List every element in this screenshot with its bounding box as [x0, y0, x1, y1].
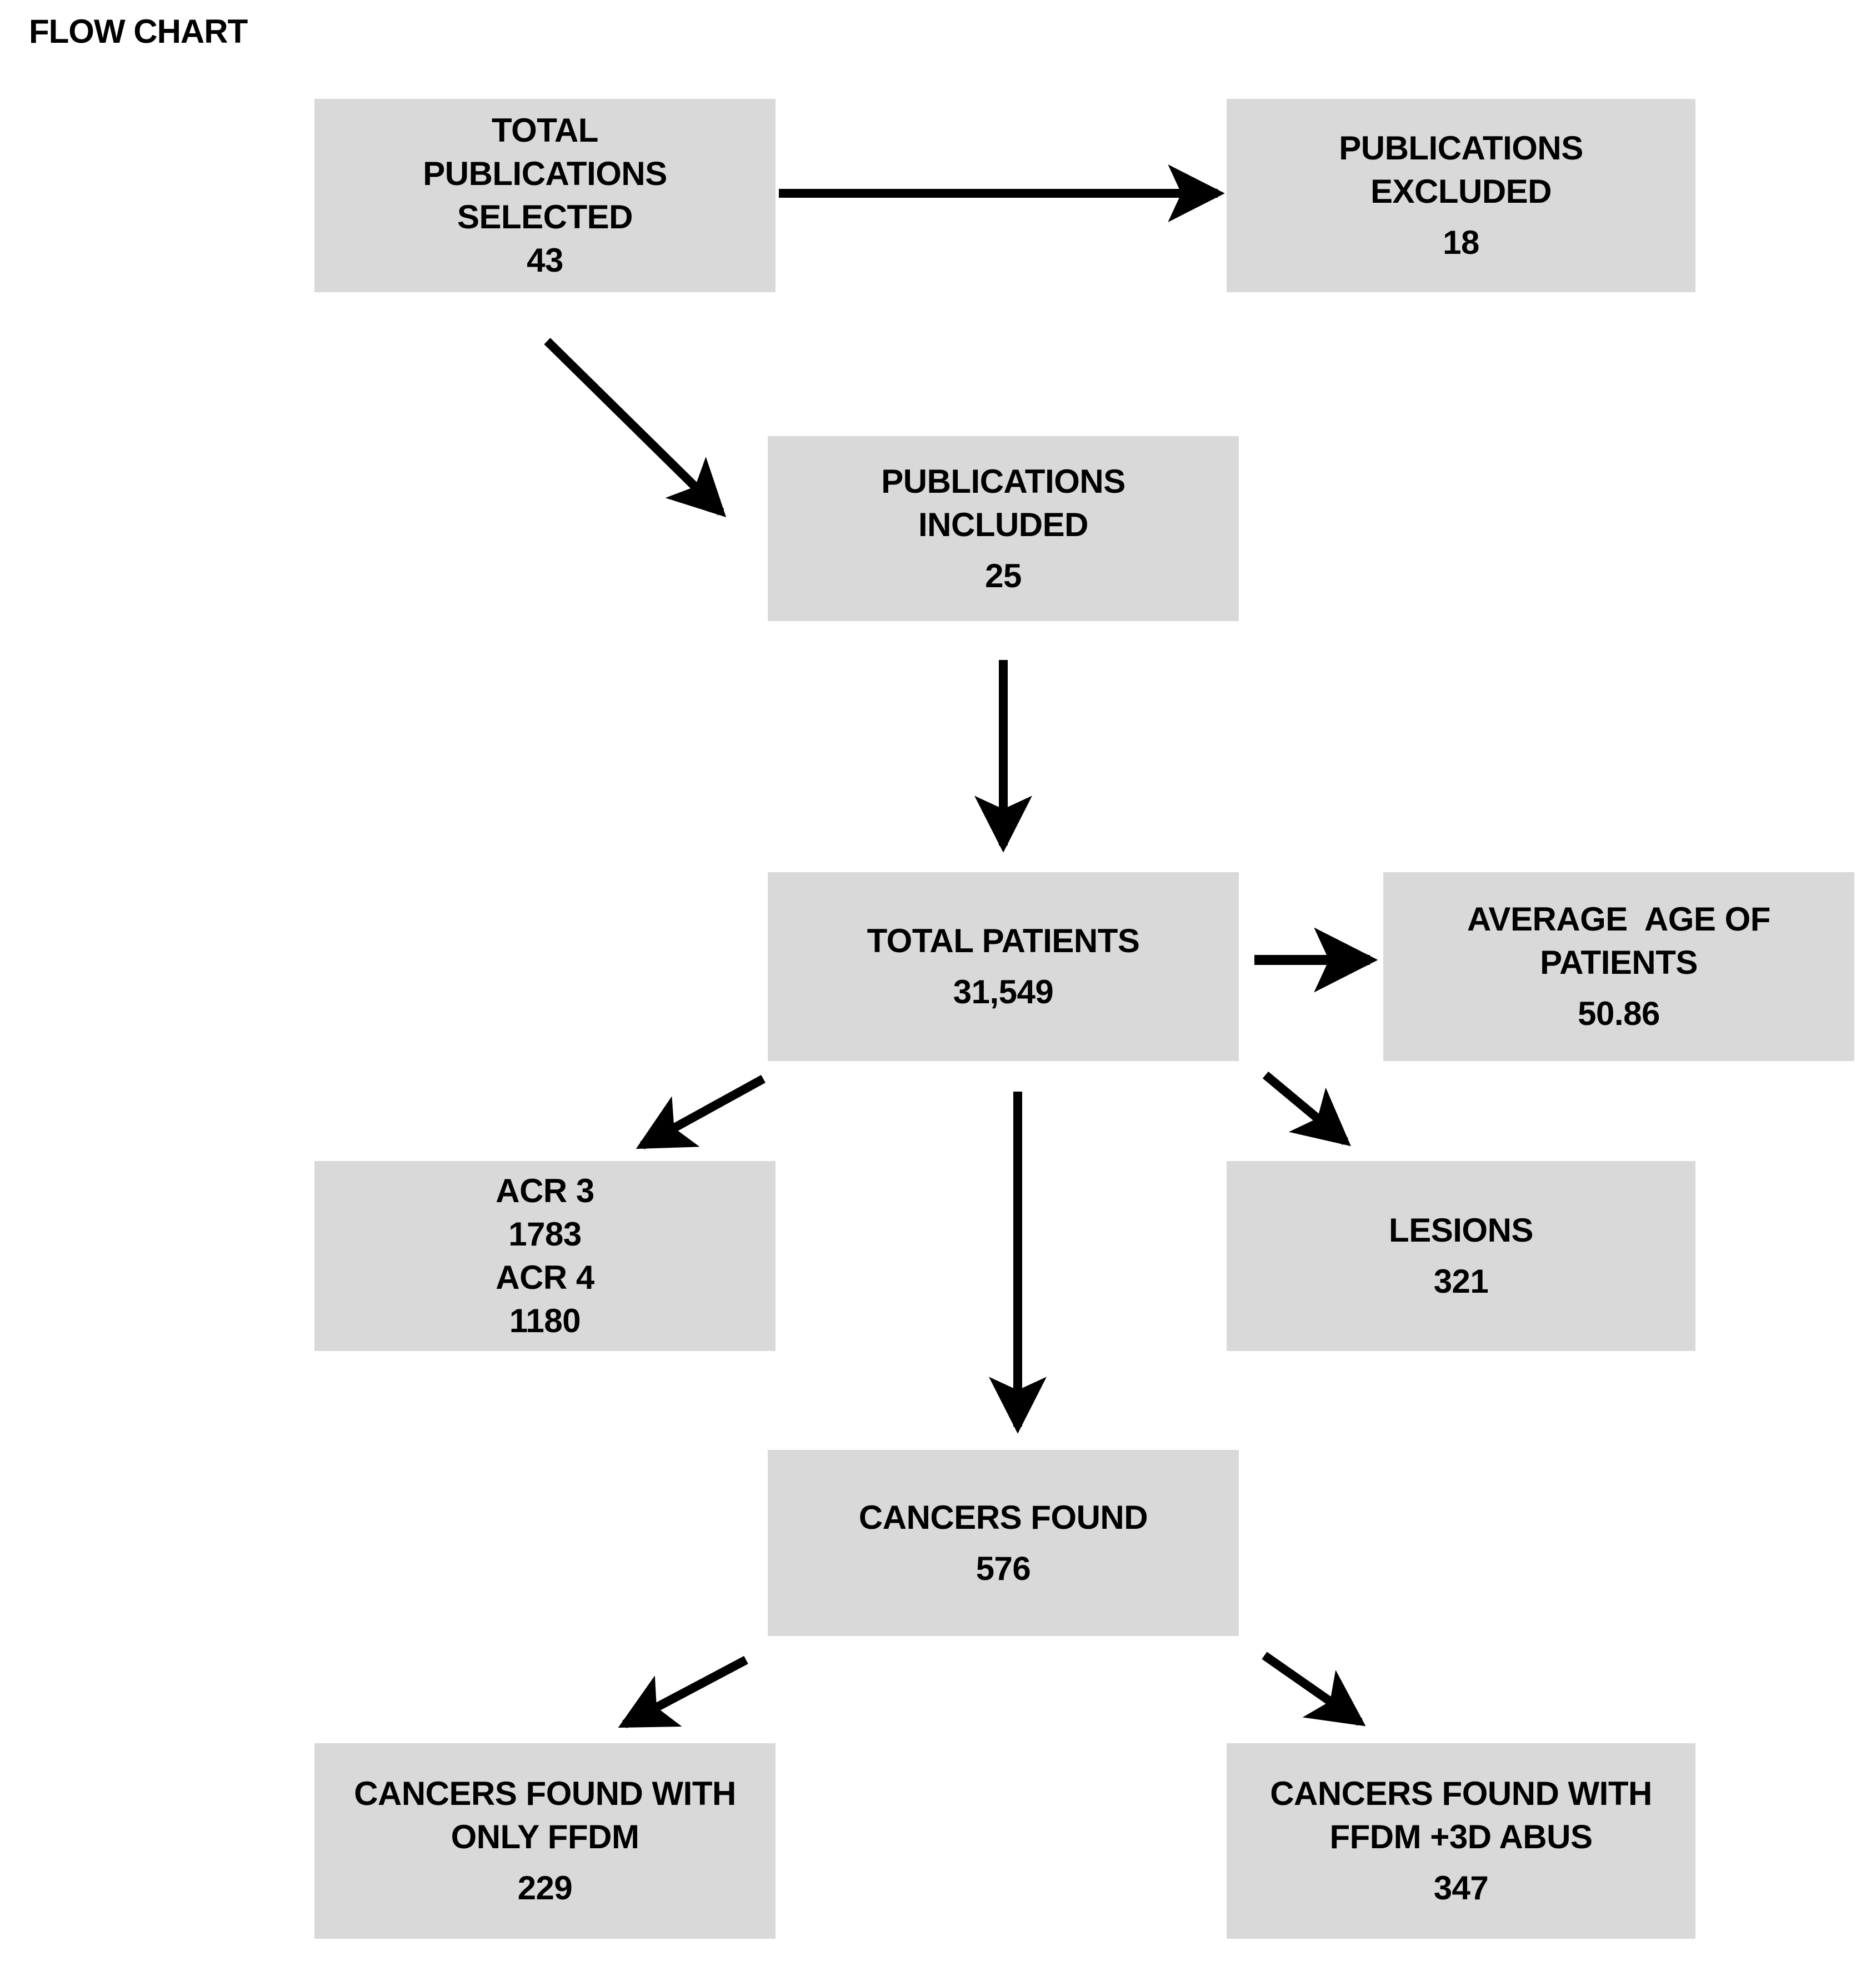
node-cancers-found[interactable]: CANCERS FOUND 576 — [768, 1450, 1239, 1636]
node-average-age-of-patients[interactable]: AVERAGE AGE OF PATIENTS 50.86 — [1383, 872, 1854, 1061]
node-line: AVERAGE AGE OF — [1467, 901, 1770, 938]
node-line: EXCLUDED — [1370, 173, 1552, 210]
node-line: PATIENTS — [1540, 944, 1698, 981]
arrow-selected-to-included — [544, 338, 727, 517]
node-publications-included[interactable]: PUBLICATIONS INCLUDED 25 — [768, 436, 1239, 621]
node-line: CANCERS FOUND WITH — [354, 1775, 736, 1812]
node-value: 50.86 — [1578, 995, 1660, 1032]
arrow-patients-to-acr — [636, 1074, 766, 1150]
node-line: FFDM +3D ABUS — [1329, 1818, 1593, 1855]
arrow-patients-to-lesions — [1262, 1071, 1351, 1147]
node-line: PUBLICATIONS — [1339, 129, 1583, 167]
node-line: PUBLICATIONS — [881, 462, 1125, 500]
acr3-label: ACR 3 — [496, 1172, 594, 1209]
arrow-cancers-to-ffdm-abus — [1262, 1652, 1366, 1727]
node-value: 31,549 — [953, 973, 1054, 1010]
node-value: 25 — [985, 557, 1022, 594]
node-line: CANCERS FOUND WITH — [1270, 1775, 1652, 1812]
node-cancers-found-ffdm-abus[interactable]: CANCERS FOUND WITH FFDM +3D ABUS 347 — [1227, 1743, 1695, 1939]
node-value: 347 — [1433, 1869, 1489, 1907]
node-line: TOTAL PATIENTS — [867, 922, 1140, 959]
acr4-label: ACR 4 — [496, 1259, 594, 1296]
node-value: 321 — [1433, 1263, 1489, 1300]
node-value: 576 — [975, 1549, 1031, 1587]
node-acr-categories[interactable]: ACR 3 1783 ACR 4 1180 — [314, 1161, 776, 1351]
node-line: SELECTED — [457, 198, 633, 236]
node-publications-excluded[interactable]: PUBLICATIONS EXCLUDED 18 — [1227, 99, 1695, 292]
node-line: TOTAL — [492, 112, 598, 149]
page-title: FLOW CHART — [29, 13, 248, 50]
node-total-publications-selected[interactable]: TOTAL PUBLICATIONS SELECTED 43 — [314, 99, 776, 292]
acr3-value: 1783 — [508, 1215, 582, 1253]
node-line: ONLY FFDM — [451, 1818, 639, 1855]
node-value: 229 — [517, 1869, 573, 1907]
node-line: LESIONS — [1389, 1212, 1533, 1249]
node-total-patients[interactable]: TOTAL PATIENTS 31,549 — [768, 872, 1239, 1061]
node-value: 43 — [527, 242, 563, 279]
arrow-cancers-to-ffdm-only — [618, 1655, 748, 1729]
acr4-value: 1180 — [509, 1302, 581, 1339]
node-line: PUBLICATIONS — [423, 155, 667, 192]
node-line: CANCERS FOUND — [858, 1498, 1148, 1536]
node-line: INCLUDED — [918, 506, 1089, 543]
node-cancers-found-ffdm-only[interactable]: CANCERS FOUND WITH ONLY FFDM 229 — [314, 1743, 776, 1939]
node-lesions[interactable]: LESIONS 321 — [1227, 1161, 1695, 1351]
node-value: 18 — [1443, 224, 1479, 261]
